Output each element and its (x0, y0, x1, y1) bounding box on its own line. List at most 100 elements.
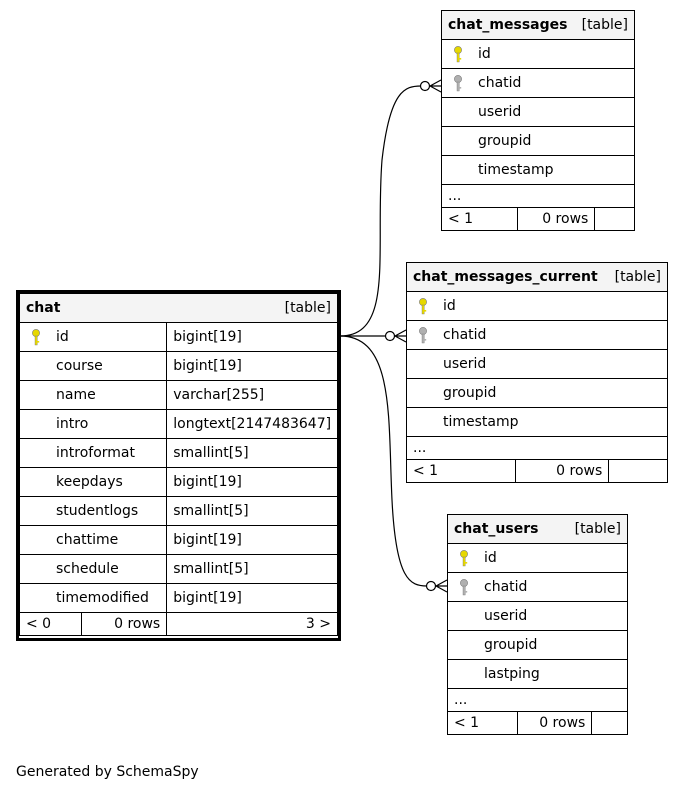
children-count (594, 207, 635, 231)
table-header[interactable]: chat_messages_current [table] (406, 262, 668, 292)
column-row[interactable]: id (447, 543, 628, 573)
column-type: bigint[19] (166, 583, 338, 613)
crowfoot-marker (435, 579, 448, 593)
column-name: userid (478, 104, 522, 120)
parents-count[interactable]: < 1 (441, 207, 518, 231)
more-columns-ellipsis: ... (441, 184, 635, 208)
children-count (591, 711, 628, 735)
no-key-spacer (454, 677, 474, 678)
primary-key-icon (448, 44, 468, 64)
no-key-spacer (413, 425, 433, 426)
chat-messages-current-table[interactable]: chat_messages_current [table] id chatid us… (406, 262, 668, 483)
primary-key-icon (413, 296, 433, 316)
parents-count[interactable]: < 1 (447, 711, 518, 735)
column-name: chatid (478, 75, 522, 91)
primary-key-icon (454, 548, 474, 568)
foreign-key-icon (454, 577, 474, 597)
column-type: varchar[255] (166, 380, 338, 410)
row-count: 0 rows (516, 207, 596, 231)
table-header[interactable]: chat_users [table] (447, 514, 628, 544)
column-row[interactable]: lastping (447, 659, 628, 689)
table-header[interactable]: chat_messages [table] (441, 10, 635, 40)
column-row[interactable]: userid (447, 601, 628, 631)
chat-users-table[interactable]: chat_users [table] id chatid userid groupid… (447, 514, 628, 735)
column-row[interactable]: chatid (447, 572, 628, 602)
no-key-spacer (26, 514, 46, 515)
no-key-spacer (454, 619, 474, 620)
crowfoot-marker (429, 79, 442, 93)
column-type: bigint[19] (166, 467, 338, 497)
chat-messages-table[interactable]: chat_messages [table] id chatid userid grou… (441, 10, 635, 231)
foreign-key-icon (448, 73, 468, 93)
table-name: chat_messages (448, 17, 568, 33)
column-row[interactable]: introformat smallint[5] (18, 438, 338, 468)
primary-key-icon (26, 327, 46, 347)
no-key-spacer (448, 115, 468, 116)
column-row[interactable]: groupid (447, 630, 628, 660)
column-row[interactable]: groupid (406, 378, 668, 408)
no-key-spacer (26, 427, 46, 428)
column-type: smallint[5] (166, 554, 338, 584)
column-type: smallint[5] (166, 438, 338, 468)
column-name: id (56, 329, 69, 345)
column-row[interactable]: timestamp (406, 407, 668, 437)
column-name: userid (484, 608, 528, 624)
column-row[interactable]: userid (441, 97, 635, 127)
table-name: chat_messages_current (413, 269, 598, 285)
column-row[interactable]: id (441, 39, 635, 69)
column-row[interactable]: id (406, 291, 668, 321)
column-name: chatid (484, 579, 528, 595)
column-name: schedule (56, 561, 119, 577)
no-key-spacer (26, 485, 46, 486)
no-key-spacer (26, 456, 46, 457)
chat-table-border (16, 290, 341, 641)
column-name: timestamp (443, 414, 519, 430)
column-name: lastping (484, 666, 540, 682)
table-type-tag: [table] (574, 521, 621, 537)
optional-marker (419, 80, 431, 92)
column-name: intro (56, 416, 89, 432)
column-name: introformat (56, 445, 135, 461)
column-name: id (443, 298, 456, 314)
foreign-key-icon (413, 325, 433, 345)
children-count[interactable]: 3 > (166, 612, 338, 636)
link-chat-to-chat-users (339, 335, 428, 587)
column-type: bigint[19] (166, 525, 338, 555)
column-name: timestamp (478, 162, 554, 178)
parents-count[interactable]: < 0 (19, 612, 82, 636)
column-name: groupid (443, 385, 497, 401)
column-row[interactable]: groupid (441, 126, 635, 156)
no-key-spacer (26, 398, 46, 399)
column-row[interactable]: chatid (406, 320, 668, 350)
column-name: userid (443, 356, 487, 372)
no-key-spacer (413, 396, 433, 397)
column-name: groupid (478, 133, 532, 149)
no-key-spacer (448, 144, 468, 145)
column-row[interactable]: chatid (441, 68, 635, 98)
optional-marker (425, 580, 437, 592)
column-name: chatid (443, 327, 487, 343)
no-key-spacer (448, 173, 468, 174)
table-type-tag: [table] (614, 269, 661, 285)
no-key-spacer (26, 572, 46, 573)
column-row[interactable]: userid (406, 349, 668, 379)
column-name: groupid (484, 637, 538, 653)
column-row[interactable]: schedule smallint[5] (18, 554, 338, 584)
column-name: id (484, 550, 497, 566)
parents-count[interactable]: < 1 (406, 459, 516, 483)
link-chat-to-chat-messages (339, 85, 422, 337)
children-count (608, 459, 668, 483)
crowfoot-marker (394, 329, 407, 343)
column-row[interactable]: timestamp (441, 155, 635, 185)
no-key-spacer (413, 367, 433, 368)
table-header[interactable]: chat [table] (19, 293, 338, 323)
